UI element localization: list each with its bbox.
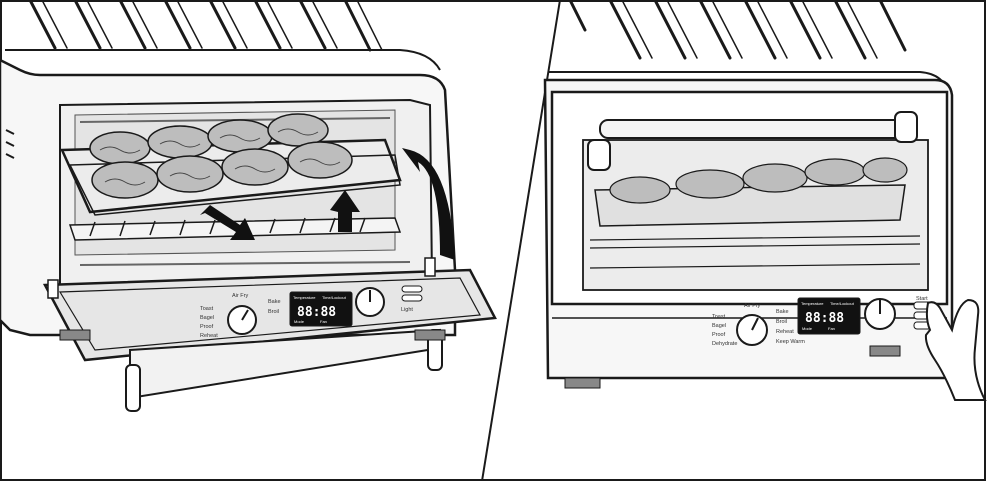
display-left bbox=[289, 291, 353, 327]
air-fry-tray-left bbox=[60, 113, 402, 216]
door-close-arrow bbox=[402, 148, 455, 260]
tray-through-glass bbox=[594, 157, 908, 227]
dial-left-label-right-1: Bagel bbox=[712, 323, 726, 329]
dial-right-label-right-3: Keep Warm bbox=[776, 339, 805, 345]
pressing-hand bbox=[924, 298, 987, 401]
dial-left-label-right-3: Dehydrate bbox=[712, 341, 737, 347]
handle-end-left bbox=[125, 364, 141, 412]
top-edge-left bbox=[5, 49, 441, 71]
insert-arrow-left bbox=[200, 205, 255, 240]
dial-left-label-left-3: Reheat bbox=[200, 333, 218, 339]
handle-end-right-b bbox=[894, 111, 918, 143]
display-bottom-left-1: Fan bbox=[320, 319, 327, 324]
panel-door-closed: Air Fry Toast Bagel Proof Dehydrate Bake… bbox=[543, 0, 987, 401]
handle-end-right-a bbox=[587, 139, 611, 171]
dial-right-label-right-2: Reheat bbox=[776, 329, 794, 335]
foot-left-1 bbox=[59, 329, 91, 341]
food-chicken-wings-left bbox=[89, 113, 353, 199]
dial-left-label-left-0: Toast bbox=[200, 306, 214, 312]
door-hinge-left bbox=[47, 279, 59, 299]
top-vents-left-inner bbox=[41, 0, 383, 51]
dial-left-label-right-0: Toast bbox=[712, 314, 726, 320]
side-vents-left bbox=[5, 129, 15, 159]
dial-left-label-left-1: Bagel bbox=[200, 315, 214, 321]
door-handle-right bbox=[599, 119, 911, 139]
display-digits-left: 88:88 bbox=[297, 305, 336, 320]
display-bottom-right-0: Mode bbox=[802, 326, 813, 331]
mode-dial-pointer-left bbox=[241, 309, 249, 321]
dial-top-label-right: Air Fry bbox=[744, 303, 760, 309]
display-top-left-0: Temperature bbox=[293, 295, 316, 300]
display-right bbox=[797, 297, 861, 335]
display-top-left-1: Time/Lockout bbox=[322, 295, 347, 300]
display-digits-right: 88:88 bbox=[805, 311, 844, 326]
side-button-label-left: Light bbox=[401, 307, 413, 313]
dial-left-label-right-2: Proof bbox=[712, 332, 726, 338]
food-texture-left bbox=[99, 128, 341, 186]
dial-right-label-left-0: Bake bbox=[268, 299, 281, 305]
panel-door-open: Air Fry Toast Bagel Proof Reheat Bake Br… bbox=[0, 0, 497, 412]
top-vents-right bbox=[568, 0, 907, 60]
food-chicken-wings-right bbox=[609, 157, 908, 204]
racks-through-glass bbox=[589, 235, 921, 269]
display-bottom-right-1: Fan bbox=[828, 326, 835, 331]
side-button-label-right: Start bbox=[916, 296, 928, 302]
top-vents-left bbox=[28, 0, 372, 52]
control-panel-left: Air Fry Toast Bagel Proof Reheat Bake Br… bbox=[200, 285, 423, 339]
mode-dial-pointer-right bbox=[751, 317, 759, 331]
display-top-right-0: Temperature bbox=[801, 301, 824, 306]
foot-right-2 bbox=[869, 345, 901, 357]
side-button-left-0[interactable] bbox=[401, 285, 423, 293]
dial-right-label-left-1: Broil bbox=[268, 309, 279, 315]
foot-left-2 bbox=[414, 329, 446, 341]
dial-right-label-right-1: Broil bbox=[776, 319, 787, 325]
display-top-right-1: Time/Lockout bbox=[830, 301, 855, 306]
control-panel-right: Air Fry Toast Bagel Proof Dehydrate Bake… bbox=[712, 296, 935, 347]
dial-left-label-left-2: Proof bbox=[200, 324, 214, 330]
dial-right-label-right-0: Bake bbox=[776, 309, 789, 315]
dial-top-label-left: Air Fry bbox=[232, 293, 248, 299]
insert-arrow-right bbox=[330, 190, 360, 232]
door-hinge-right bbox=[424, 257, 436, 277]
top-vents-right-inner bbox=[621, 0, 878, 59]
foot-right-1 bbox=[564, 377, 601, 389]
side-button-left-1[interactable] bbox=[401, 294, 423, 302]
display-bottom-left-0: Mode bbox=[294, 319, 305, 324]
